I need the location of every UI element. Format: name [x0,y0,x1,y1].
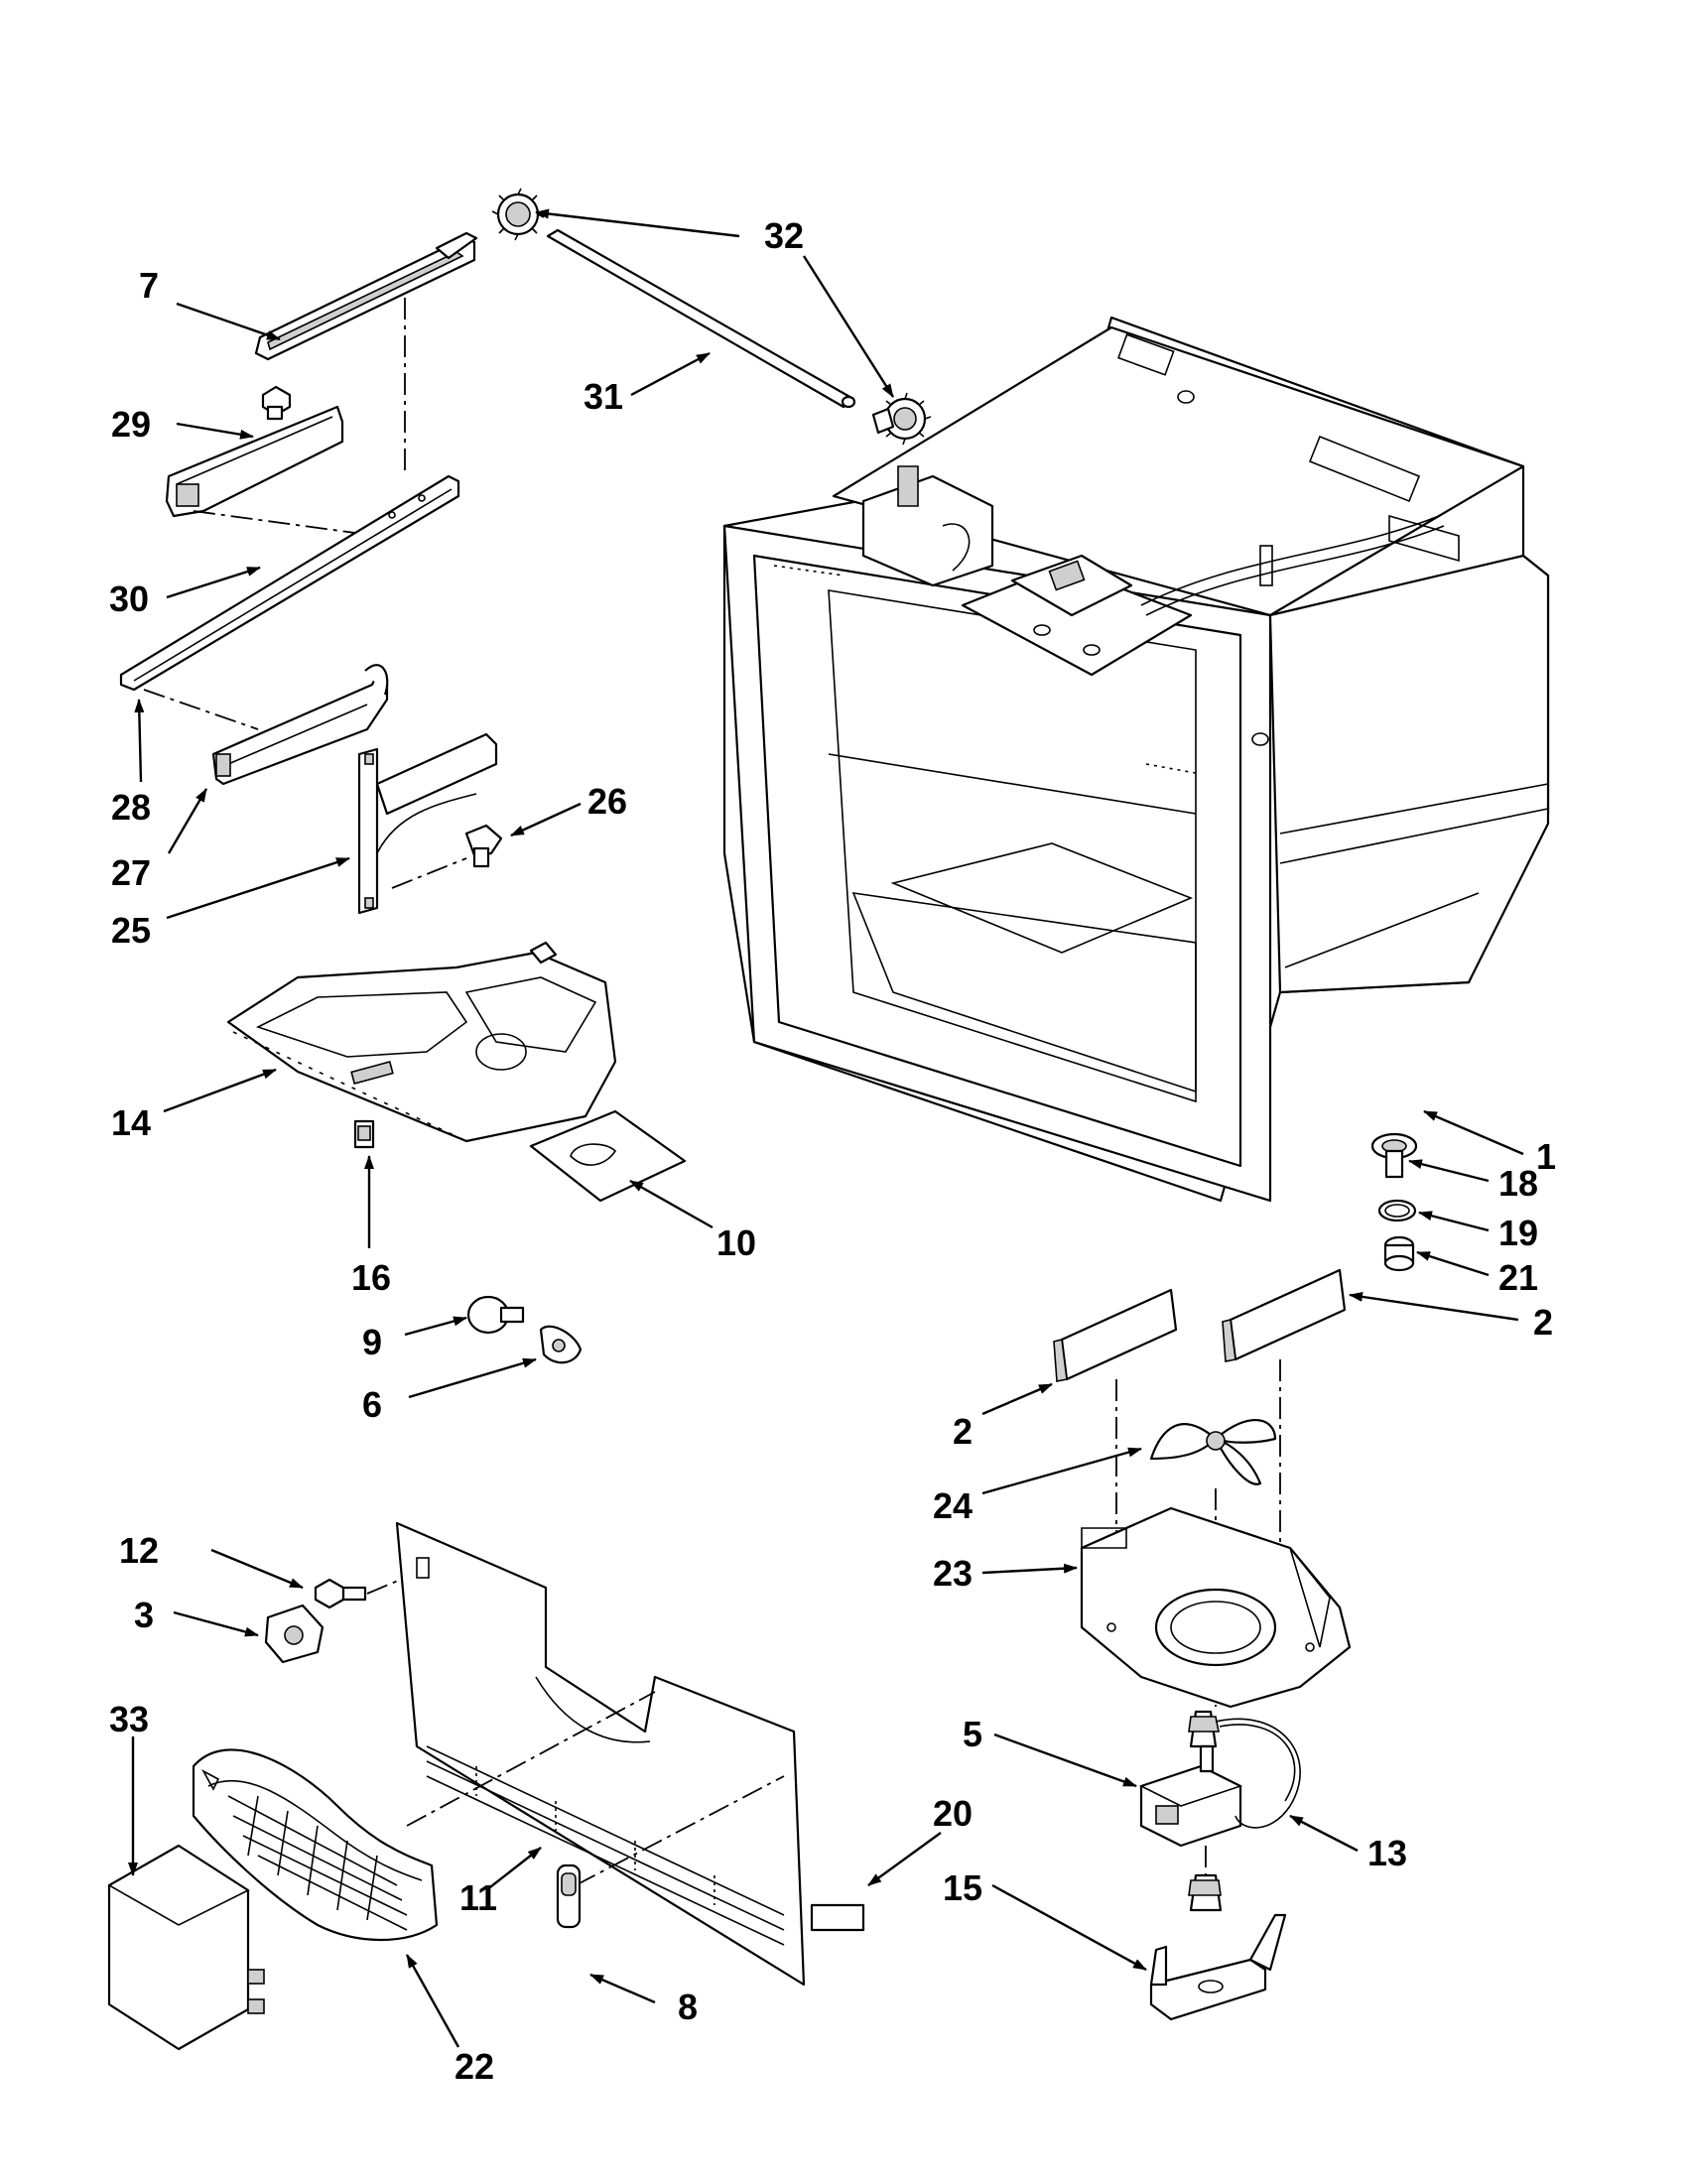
callout-27: 27 [111,852,151,893]
slide-cover-part [254,231,478,361]
clip-part [353,1119,375,1149]
callout-28: 28 [111,787,151,828]
socket-part [539,1325,583,1364]
shaft-part [546,228,856,409]
fan-motor-part [1138,1710,1243,1848]
motor-bracket-part [1149,1846,1287,2021]
leader-lines [128,208,1524,2048]
callout-5: 5 [963,1714,982,1754]
callout-9: 9 [362,1322,382,1362]
callout-6: 6 [362,1384,382,1425]
callout-1: 1 [1536,1136,1556,1177]
grille-part [192,1748,439,1942]
gear-part-top [491,188,545,241]
callout-2-left: 2 [953,1411,973,1452]
fan-shroud-part [1080,1506,1352,1709]
bracket-part-upper [165,405,344,518]
bulb-part [466,1295,525,1335]
callout-15: 15 [943,1867,982,1908]
callout-24: 24 [933,1485,973,1526]
callout-11: 11 [459,1877,497,1918]
callout-19: 19 [1498,1213,1538,1253]
callout-8: 8 [678,1987,698,2027]
ring-part [1377,1199,1417,1222]
callout-30: 30 [109,578,149,619]
callout-7: 7 [139,265,159,306]
callout-22: 22 [454,2046,494,2087]
callout-18: 18 [1498,1163,1538,1204]
callout-31: 31 [584,376,623,417]
grille-mesh [227,1795,408,1931]
callout-25: 25 [111,910,151,951]
wire-harness-part [1215,1718,1301,1829]
callout-33: 33 [109,1699,149,1739]
callout-20: 20 [933,1793,973,1834]
freezer-liner-part [722,316,1550,1203]
callout-23: 23 [933,1553,973,1594]
grommet-part [1370,1132,1418,1179]
foam-pad-left [1053,1288,1178,1382]
callout-29: 29 [111,404,151,445]
foam-pad-right [1222,1268,1347,1362]
callout-13: 13 [1367,1833,1407,1873]
fan-blade-part [1149,1419,1277,1485]
callout-10: 10 [716,1222,756,1263]
foam-strip-part [810,1903,865,1932]
slide-rail-part [119,474,460,692]
gear-part-bottom [871,392,932,446]
callout-26: 26 [587,781,627,822]
bracket-part-lower [211,664,389,786]
screw-part-small [464,824,503,868]
callout-21: 21 [1498,1257,1538,1298]
callout-16: 16 [351,1257,391,1298]
clip-part-panel [556,1863,582,1929]
callout-14: 14 [111,1102,151,1143]
callout-32: 32 [764,215,804,256]
socket-holder-part [264,1604,325,1664]
side-bracket-part [357,732,498,915]
tray-part [226,941,617,1143]
cover-part [107,1844,265,2051]
callout-3: 3 [134,1595,154,1635]
callout-labels: 32 7 31 29 30 28 26 27 25 14 1 18 19 16 … [109,215,1556,2087]
screw-part [261,385,292,421]
cap-part [1383,1235,1415,1272]
screw-part-panel [314,1578,367,1609]
rear-panel-part [395,1521,806,1987]
callout-12: 12 [119,1530,159,1571]
label-sheet-part [529,1109,687,1203]
callout-2-right: 2 [1533,1302,1553,1343]
